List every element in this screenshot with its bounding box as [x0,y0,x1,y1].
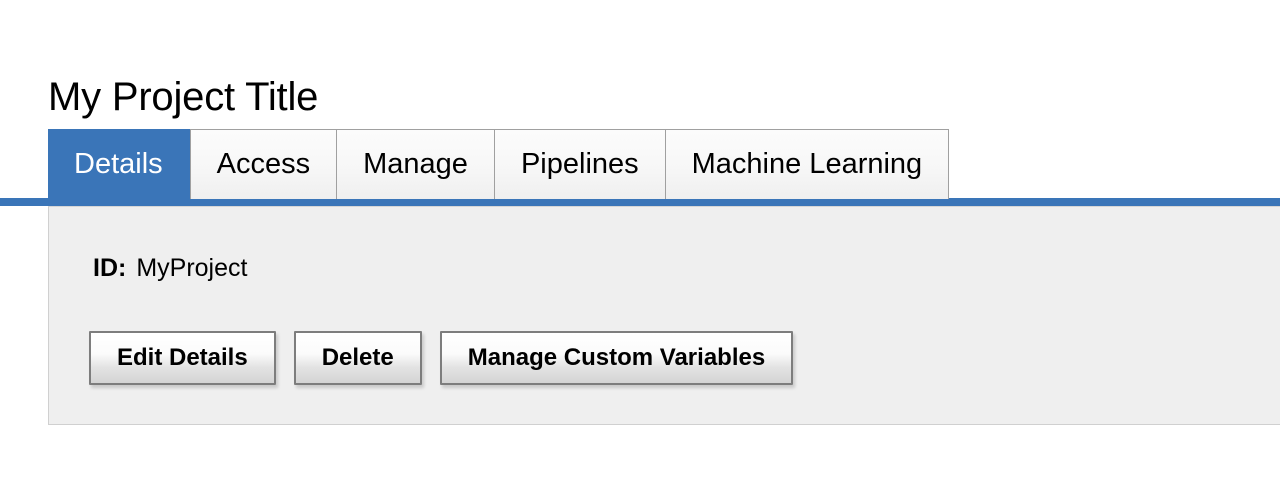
manage-custom-variables-button[interactable]: Manage Custom Variables [439,331,794,385]
details-content-panel: ID: MyProject Edit Details Delete Manage … [48,206,1280,425]
tab-bar: Details Access Manage Pipelines Machine … [48,129,950,199]
page-title: My Project Title [48,74,319,119]
detail-label-id: ID: [93,254,127,282]
edit-details-button[interactable]: Edit Details [89,331,276,385]
tab-manage[interactable]: Manage [337,129,495,199]
delete-button[interactable]: Delete [293,331,422,385]
tab-strip-underline [0,198,1280,206]
tab-access[interactable]: Access [189,129,338,199]
tab-details[interactable]: Details [48,129,190,199]
detail-value-id: MyProject [136,254,248,282]
action-button-row: Edit Details Delete Manage Custom Variab… [89,331,794,385]
tab-machine-learning[interactable]: Machine Learning [665,129,950,199]
tab-pipelines[interactable]: Pipelines [494,129,666,199]
detail-row-id: ID: MyProject [93,253,247,283]
